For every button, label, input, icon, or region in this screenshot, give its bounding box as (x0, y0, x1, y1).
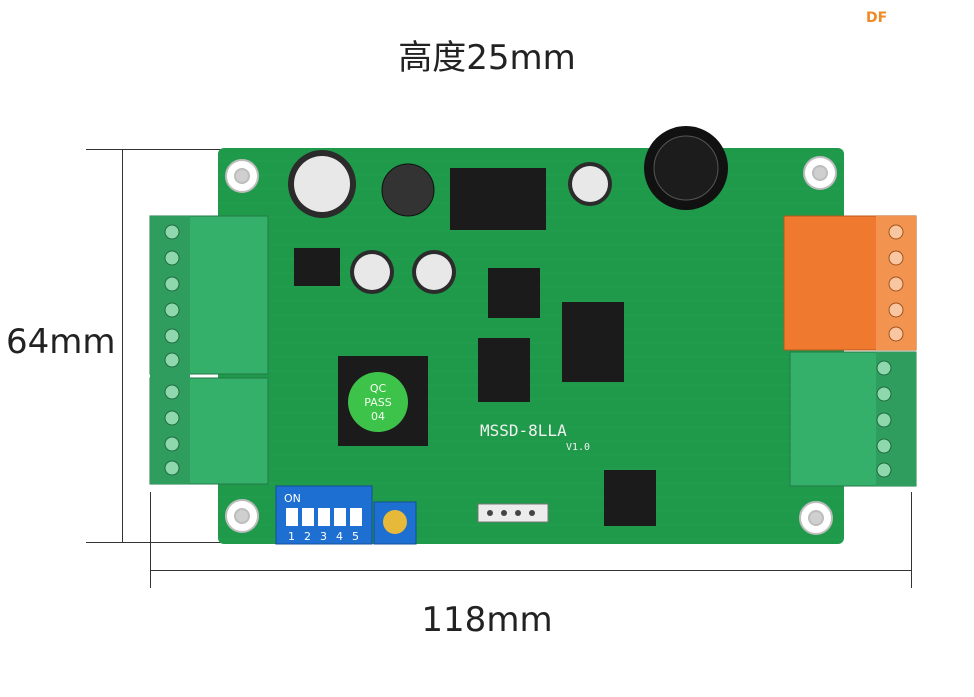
qc-pass-sticker (348, 372, 408, 432)
svg-text:QC: QC (370, 382, 387, 395)
svg-text:5: 5 (352, 530, 359, 543)
svg-text:PASS: PASS (364, 396, 391, 409)
svg-text:3: 3 (320, 530, 327, 543)
svg-text:04: 04 (371, 410, 385, 423)
watermark-logo: DF (866, 10, 888, 26)
svg-text:2: 2 (304, 530, 311, 543)
right-green-terminal (789, 351, 917, 487)
svg-text:1: 1 (288, 530, 295, 543)
dip-on-label: ON (284, 492, 301, 505)
board-width-dimension: 118mm (421, 600, 553, 640)
width-dim-horizontal (150, 570, 912, 571)
qc-pass-text: QC PASS 04 (364, 382, 391, 423)
board-model-label: MSSD-8LLA (480, 421, 567, 440)
height-dim-vertical (122, 149, 123, 543)
width-dim-left-tick (150, 492, 151, 588)
dip-position-labels: 1 2 3 4 5 (288, 530, 359, 543)
height-dim-top-tick (86, 149, 226, 150)
electrolytic-capacitors (288, 126, 728, 294)
width-dim-right-tick (911, 492, 912, 588)
mounting-hole-icons (225, 156, 837, 535)
left-terminal-blocks (149, 215, 269, 485)
board-version-label: V1.0 (566, 442, 590, 453)
svg-text:4: 4 (336, 530, 343, 543)
board-height-dimension: 64mm (6, 322, 116, 362)
pin-header (477, 503, 549, 523)
height-dim-bottom-tick (86, 542, 226, 543)
height-title: 高度25mm (398, 38, 576, 78)
inductor (381, 163, 435, 217)
right-orange-terminal (783, 215, 917, 351)
